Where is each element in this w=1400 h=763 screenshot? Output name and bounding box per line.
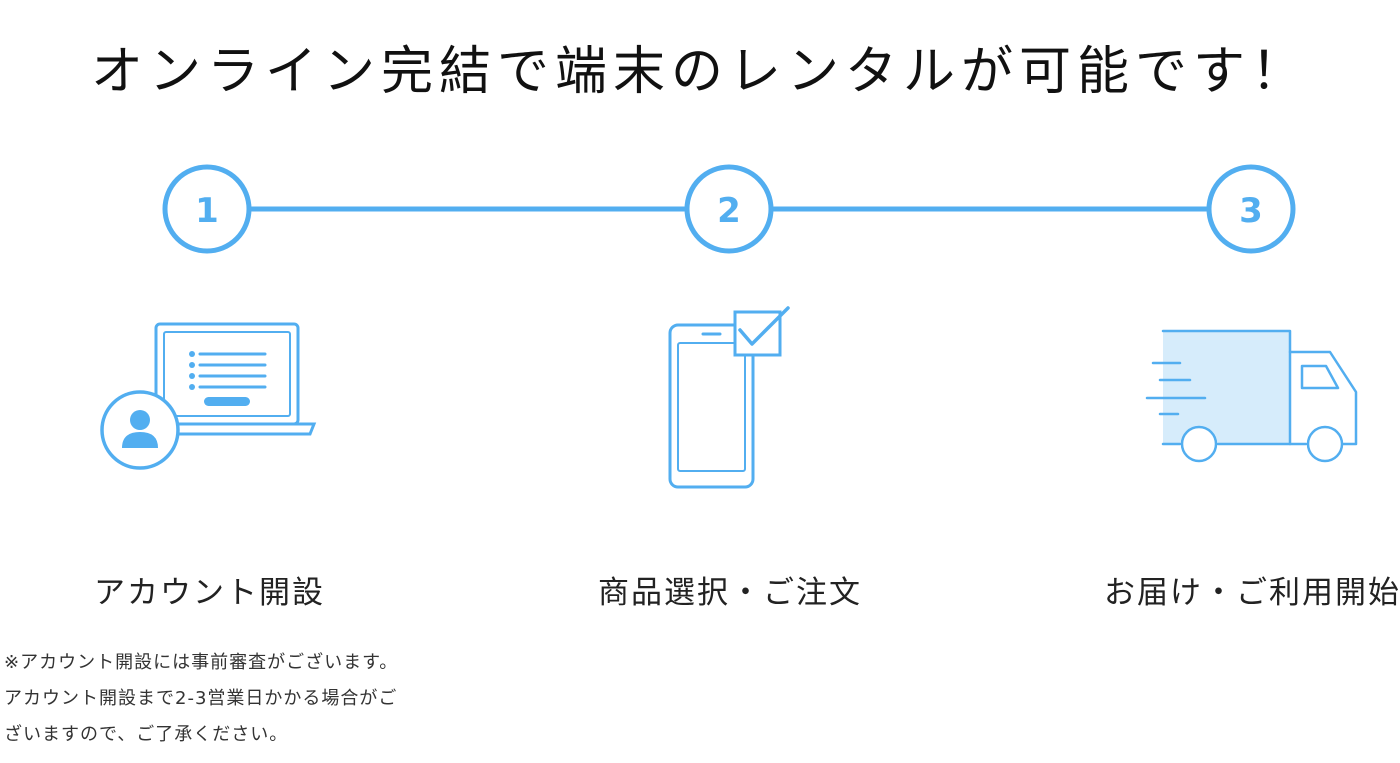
delivery-truck-icon — [1145, 329, 1358, 463]
page-title: オンライン完結で端末のレンタルが可能です！ — [90, 41, 1309, 102]
account-review-note: ※アカウント開設には事前審査がございます。アカウント開設まで2-3営業日かかる場… — [4, 652, 399, 745]
step-label-3: お届け・ご利用開始 — [1104, 575, 1400, 611]
step-label-2: 商品選択・ご注文 — [598, 575, 862, 611]
laptop-account-icon — [100, 322, 317, 470]
step-number-2: 2 — [717, 191, 741, 231]
step-label-1: アカウント開設 — [94, 575, 325, 611]
step-number-1: 1 — [195, 191, 219, 231]
step-number-3: 3 — [1239, 191, 1263, 231]
smartphone-check-icon — [668, 306, 790, 489]
step-marker-1: 1 — [162, 164, 252, 254]
step-marker-3: 3 — [1206, 164, 1296, 254]
step-marker-2: 2 — [684, 164, 774, 254]
